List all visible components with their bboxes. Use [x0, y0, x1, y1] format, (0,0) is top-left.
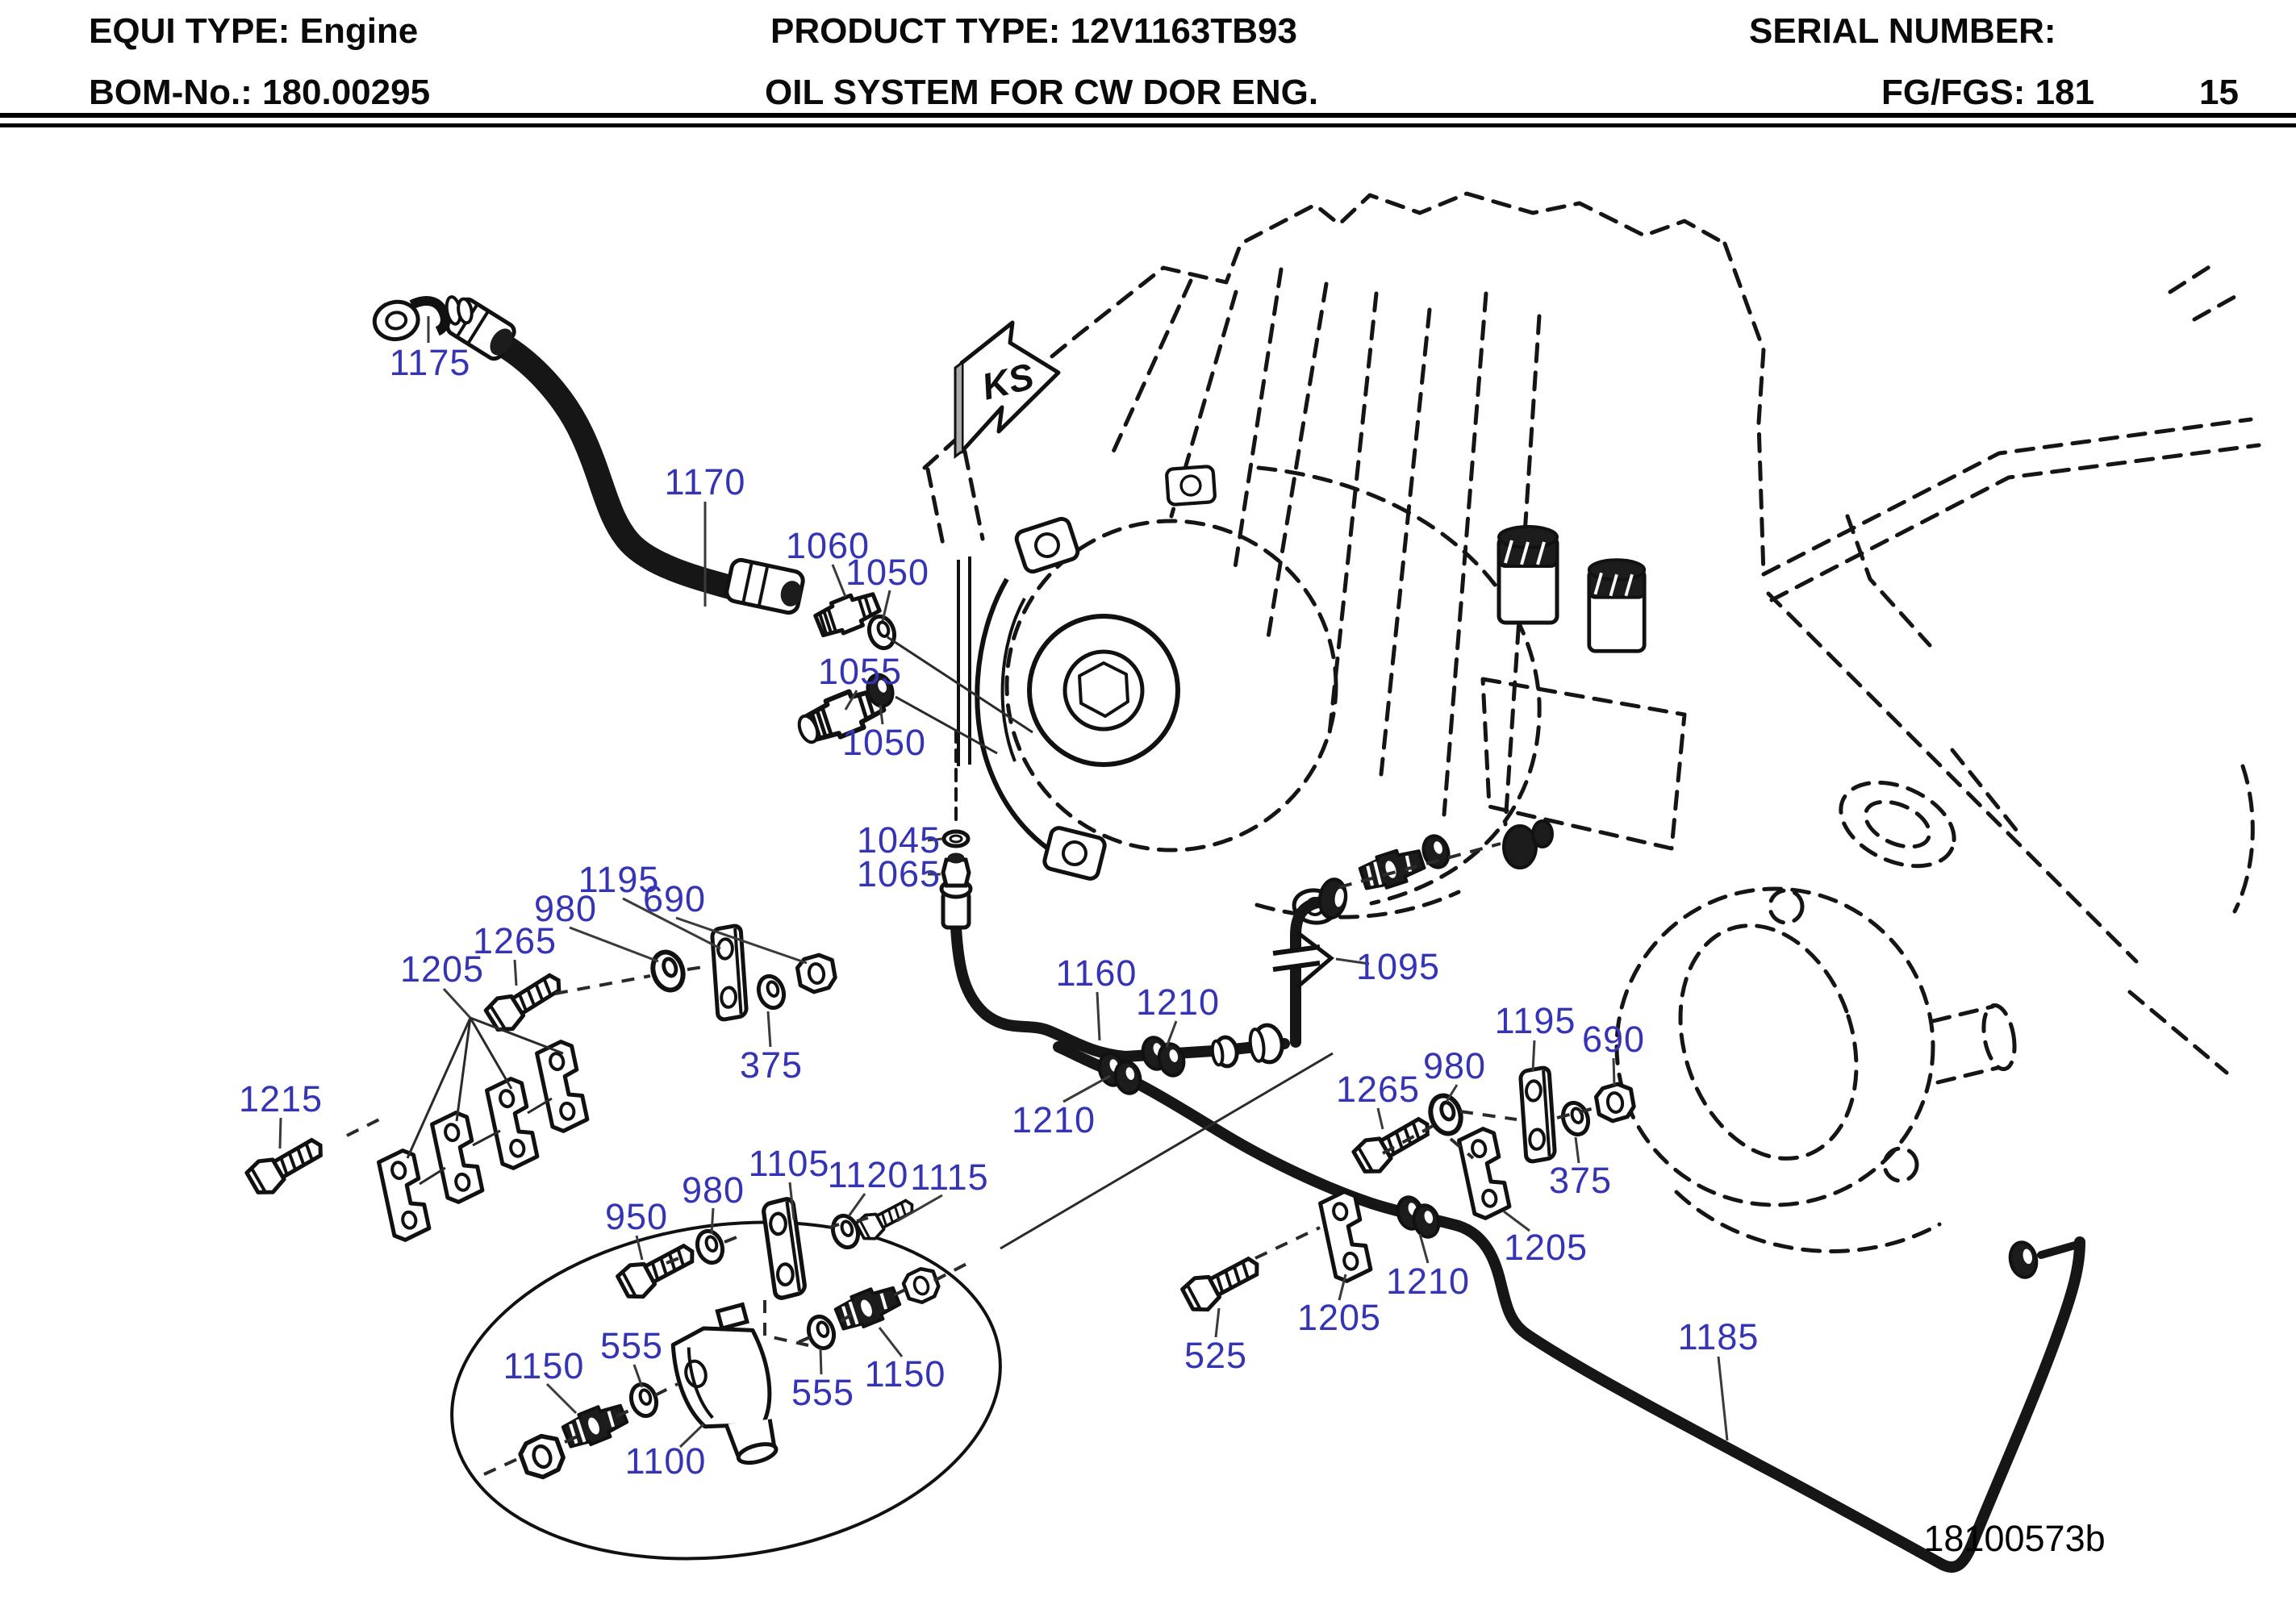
oil-pump [957, 465, 1338, 925]
part-label-690: 690 [1581, 1019, 1646, 1060]
inlet-fittings [797, 587, 1554, 896]
part-label-1115: 1115 [910, 1157, 989, 1198]
part-label-1095: 1095 [1355, 946, 1441, 987]
header-rule-top [0, 113, 2296, 118]
detail-ellipse [450, 1191, 1002, 1561]
part-label-980: 980 [533, 888, 598, 929]
pipe-1185 [1053, 1041, 2085, 1573]
part-label-1205: 1205 [399, 948, 485, 990]
serial-number: SERIAL NUMBER: [1749, 11, 2056, 51]
part-label-1210: 1210 [1011, 1099, 1096, 1140]
fg-fgs: FG/FGS: 181 [1881, 73, 2095, 112]
part-label-690: 690 [642, 878, 707, 919]
part-label-1150: 1150 [864, 1353, 946, 1394]
part-label-1150: 1150 [503, 1345, 585, 1386]
part-label-1175: 1175 [389, 342, 471, 383]
part-label-375: 375 [1548, 1160, 1613, 1201]
leader-lines [278, 316, 1729, 1449]
bom-no: BOM-No.: 180.00295 [89, 73, 431, 112]
axis-lines [346, 636, 1601, 1476]
part-label-1050: 1050 [841, 722, 927, 763]
part-label-1265: 1265 [1335, 1069, 1421, 1110]
part-label-1195: 1195 [1494, 1000, 1576, 1041]
fitting-1065 [941, 853, 971, 888]
part-label-1060: 1060 [785, 525, 870, 566]
part-label-980: 980 [1422, 1045, 1487, 1086]
part-label-1055: 1055 [817, 651, 903, 692]
part-label-1265: 1265 [472, 920, 557, 961]
hose-1170 [372, 295, 805, 615]
part-label-1045: 1045 [856, 819, 941, 861]
valve-1100 [670, 1302, 779, 1465]
elbow-fitting-1175 [372, 295, 474, 342]
part-label-1185: 1185 [1677, 1316, 1760, 1357]
part-label-1205: 1205 [1503, 1227, 1588, 1268]
part-label-525: 525 [1183, 1335, 1248, 1376]
part-label-555: 555 [791, 1372, 855, 1413]
ring-1045 [941, 829, 971, 848]
part-label-950: 950 [604, 1196, 669, 1237]
header-rule-bottom [0, 123, 2296, 127]
part-label-1205: 1205 [1296, 1297, 1382, 1338]
part-label-1210: 1210 [1385, 1261, 1471, 1302]
pipe-1095 [1290, 896, 1327, 1048]
pipe-break-symbol [1272, 931, 1334, 989]
part-label-375: 375 [739, 1044, 804, 1086]
pipe-fittings [939, 829, 2039, 1279]
product-type: PRODUCT TYPE: 12V1163TB93 [770, 11, 1297, 51]
hose-lower-fitting [724, 557, 805, 615]
part-label-1120: 1120 [827, 1154, 909, 1195]
part-label-1100: 1100 [624, 1440, 707, 1482]
part-label-1160: 1160 [1055, 953, 1138, 994]
part-label-1065: 1065 [856, 853, 941, 894]
part-label-1105: 1105 [748, 1143, 830, 1184]
drawing-id: 18100573b [1923, 1518, 2106, 1559]
part-label-1195: 1195 [578, 859, 660, 900]
equi-type: EQUI TYPE: Engine [89, 11, 419, 51]
part-label-555: 555 [599, 1325, 664, 1366]
part-label-1210: 1210 [1135, 982, 1221, 1023]
part-label-1050: 1050 [845, 552, 930, 593]
system-title: OIL SYSTEM FOR CW DOR ENG. [765, 73, 1319, 112]
part-label-1170: 1170 [664, 461, 746, 502]
filter-head-bosses [1497, 525, 1647, 653]
engine-outline [922, 191, 2261, 1253]
ks-view-marker: KS [954, 320, 1061, 459]
fg-fgs-page: 15 [2199, 73, 2239, 112]
part-label-1215: 1215 [238, 1078, 324, 1119]
pipe-1160 [950, 922, 1290, 1063]
part-label-980: 980 [681, 1169, 745, 1211]
